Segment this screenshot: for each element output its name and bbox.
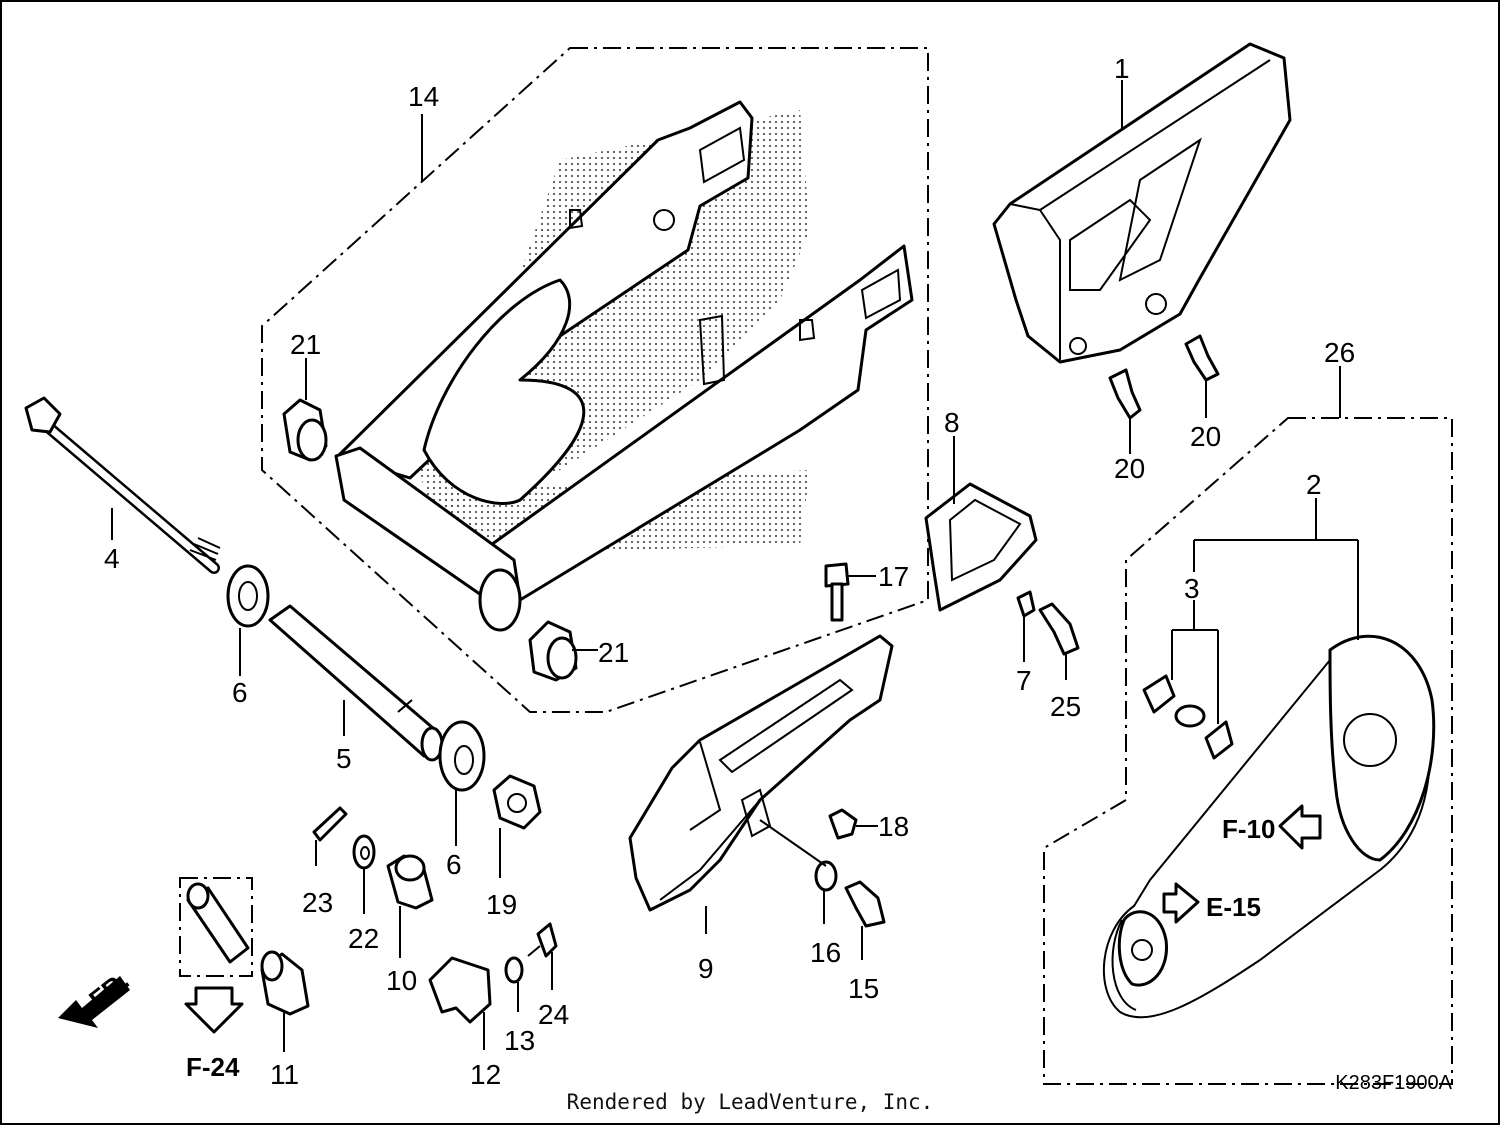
swingarm-group-outline [261, 47, 929, 713]
footer-credit: Rendered by LeadVenture, Inc. [566, 1090, 934, 1114]
callout-13[interactable]: 13 [504, 1025, 535, 1056]
drive-chain[interactable] [1102, 634, 1436, 1019]
chain-case-bolt[interactable] [824, 562, 850, 622]
callout-21-lower[interactable]: 21 [598, 637, 629, 668]
washer-7[interactable] [1016, 590, 1036, 618]
chain-roller[interactable] [386, 854, 434, 910]
callout-24[interactable]: 24 [538, 999, 569, 1030]
master-link[interactable] [1142, 674, 1234, 760]
pivot-nut[interactable] [492, 774, 542, 830]
drawing-code: K283F1900A [1335, 1072, 1452, 1094]
collar[interactable] [260, 950, 310, 1016]
down-arrow-icon [184, 986, 244, 1034]
sprocket-cover[interactable] [992, 42, 1292, 364]
callout-4[interactable]: 4 [104, 543, 120, 574]
callout-8[interactable]: 8 [944, 407, 960, 438]
pivot-collar[interactable] [268, 604, 444, 762]
dust-seal-upper[interactable] [226, 564, 270, 628]
callout-6-upper[interactable]: 6 [232, 677, 248, 708]
callout-12[interactable]: 12 [470, 1059, 501, 1090]
chain-guide[interactable] [924, 482, 1038, 612]
chain-case-washer[interactable] [814, 860, 838, 892]
callout-18[interactable]: 18 [878, 811, 909, 842]
cotter-pin[interactable] [312, 806, 348, 842]
chain-kit-outline [1043, 417, 1453, 1085]
callout-5[interactable]: 5 [336, 743, 352, 774]
arrow-e15-icon [1162, 882, 1200, 924]
callout-1[interactable]: 1 [1114, 53, 1130, 84]
callout-3[interactable]: 3 [1184, 573, 1200, 604]
callout-20-left[interactable]: 20 [1114, 453, 1145, 484]
callout-23[interactable]: 23 [302, 887, 333, 918]
callout-21-upper[interactable]: 21 [290, 329, 321, 360]
ref-e15[interactable]: E-15 [1206, 892, 1261, 922]
pivot-bolt[interactable] [24, 396, 221, 574]
bracket[interactable] [428, 956, 492, 1024]
bushing-lower[interactable] [528, 620, 578, 682]
cover-bolt-right[interactable] [1184, 334, 1220, 382]
callout-16[interactable]: 16 [810, 937, 841, 968]
small-washer[interactable] [504, 956, 524, 984]
callout-17[interactable]: 17 [878, 561, 909, 592]
reference-part[interactable] [186, 882, 250, 964]
callout-10[interactable]: 10 [386, 965, 417, 996]
dust-seal-lower[interactable] [438, 720, 486, 792]
cover-bolt-left[interactable] [1108, 368, 1142, 420]
callout-6-lower[interactable]: 6 [446, 849, 462, 880]
arrow-f10-icon [1278, 804, 1322, 850]
drive-chain-case[interactable] [628, 634, 894, 912]
reference-part-box [179, 877, 253, 977]
small-bolt[interactable] [527, 922, 558, 958]
callout-11[interactable]: 11 [270, 1059, 299, 1090]
callout-15[interactable]: 15 [848, 973, 879, 1004]
chain-case-nut[interactable] [828, 808, 858, 840]
callout-14[interactable]: 14 [408, 81, 439, 112]
callout-labels: 14 1 26 2 3 21 21 8 20 20 4 17 7 25 6 5 … [104, 53, 1355, 1090]
callout-20-right[interactable]: 20 [1190, 421, 1221, 452]
washer[interactable] [352, 834, 376, 870]
ref-f24[interactable]: F-24 [186, 1052, 240, 1082]
callout-9[interactable]: 9 [698, 953, 714, 984]
swingarm[interactable] [334, 100, 914, 632]
front-arrow-icon [58, 976, 130, 1028]
callout-25[interactable]: 25 [1050, 691, 1081, 722]
bushing-upper[interactable] [282, 398, 328, 462]
callout-26[interactable]: 26 [1324, 337, 1355, 368]
callout-7[interactable]: 7 [1016, 665, 1032, 696]
ref-f10[interactable]: F-10 [1222, 814, 1275, 844]
callout-2[interactable]: 2 [1306, 469, 1322, 500]
chain-case-bolt-lower[interactable] [844, 880, 886, 928]
callout-19[interactable]: 19 [486, 889, 517, 920]
callout-22[interactable]: 22 [348, 923, 379, 954]
bolt-25[interactable] [1038, 602, 1080, 656]
leader-lines [111, 80, 1359, 1052]
